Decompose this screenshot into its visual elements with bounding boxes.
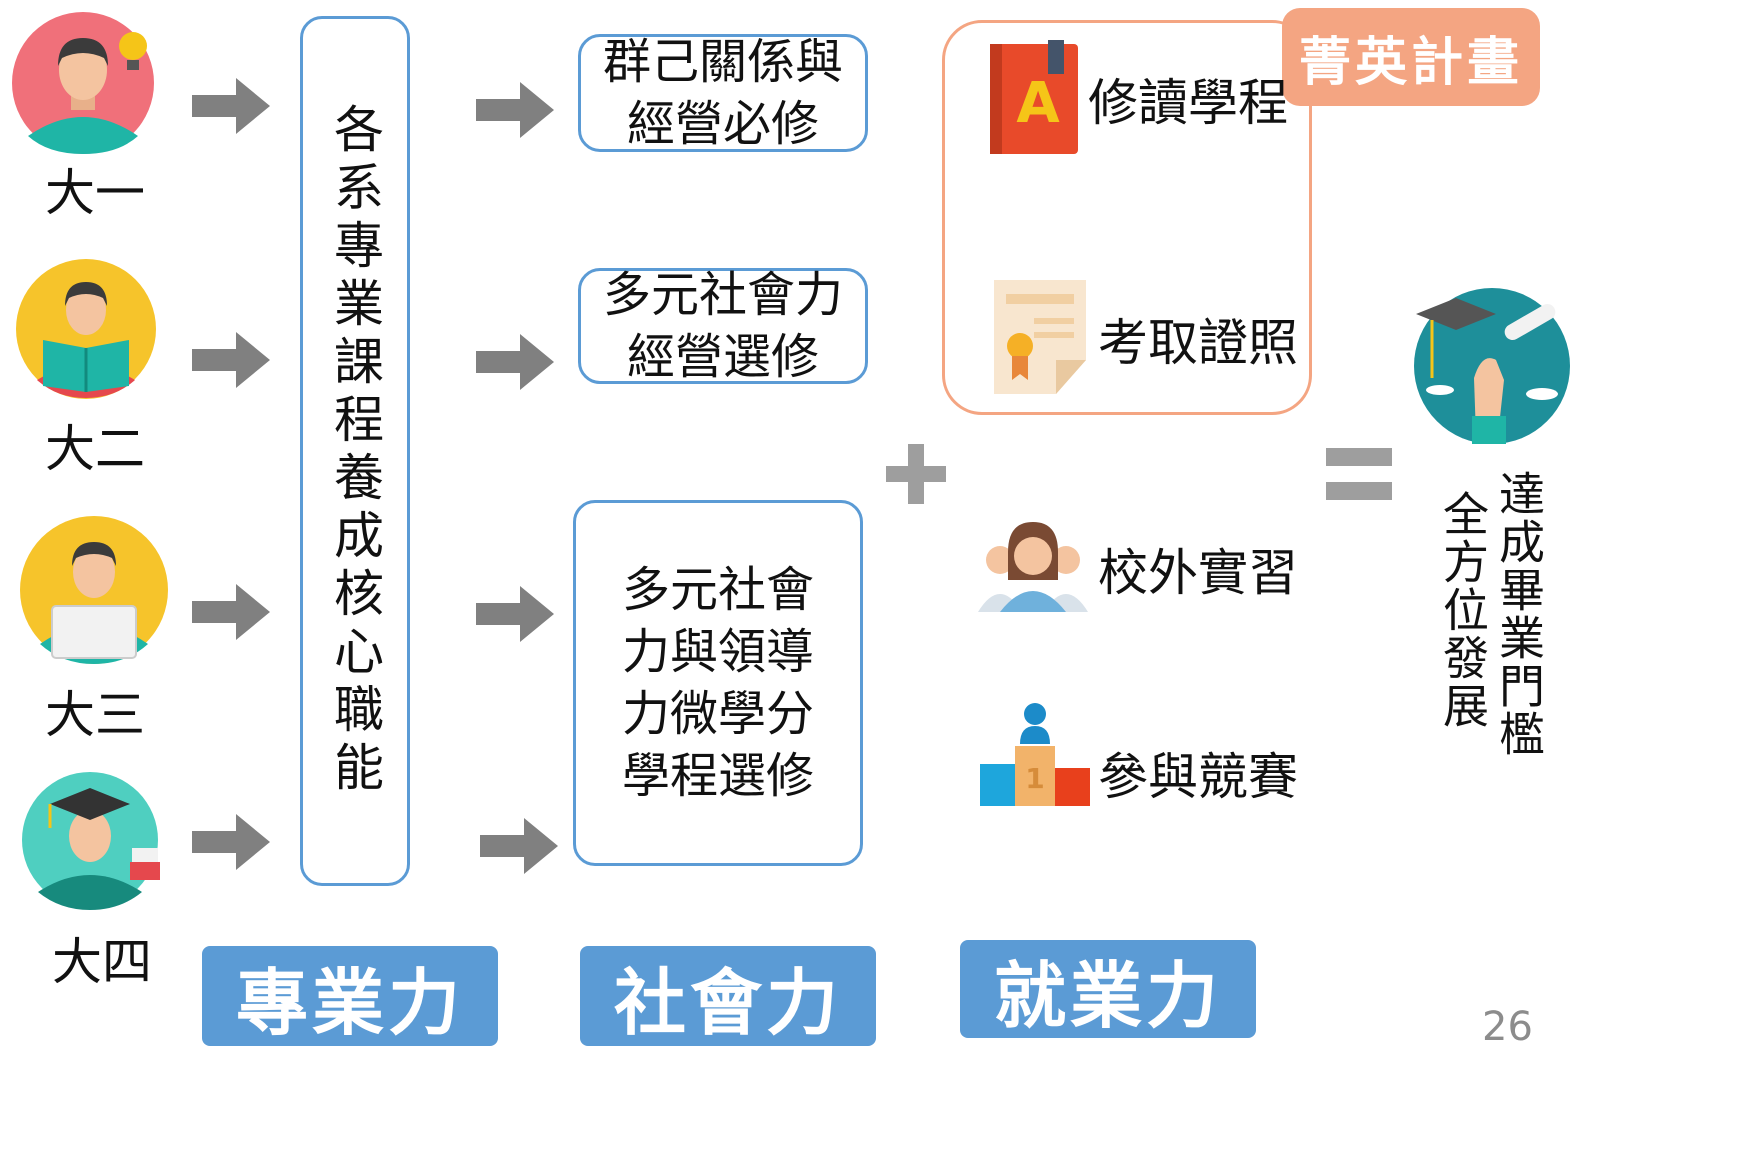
page-number: 26 (1482, 1004, 1533, 1050)
graduation-hand-icon (1414, 288, 1570, 444)
certificate-icon (994, 280, 1086, 394)
svg-text:1: 1 (1025, 762, 1044, 795)
arrow-right-icon (476, 82, 554, 138)
elite-item-certificate: 考取證照 (1098, 314, 1298, 372)
avatar-year2 (15, 258, 157, 400)
avatar-year1 (8, 8, 158, 158)
power-label-employment: 就業力 (960, 940, 1256, 1038)
student-with-laptop-icon (20, 516, 168, 664)
arrow-right-icon (192, 814, 270, 870)
arrow-right-icon (476, 334, 554, 390)
student-reading-book-icon (16, 259, 156, 399)
course-box-elective: 多元社會力 經營選修 (578, 267, 868, 385)
elite-plan-tag: 菁英計畫 (1282, 8, 1540, 106)
red-book-icon: A (990, 40, 1078, 154)
employment-item-competition: 參與競賽 (1098, 748, 1298, 806)
arrow-right-icon (476, 586, 554, 642)
employment-item-internship: 校外實習 (1098, 544, 1298, 602)
power-label-professional: 專業力 (202, 946, 498, 1046)
avatar-year4 (20, 770, 165, 915)
year-label-1: 大一 (45, 164, 145, 222)
core-competency-box: 各系專業課程養成核心職能 (300, 16, 410, 886)
plus-icon (886, 444, 946, 504)
course-box-micro-program: 多元社會 力與領導 力微學分 學程選修 (573, 500, 863, 866)
arrow-right-icon (192, 332, 270, 388)
svg-text:A: A (1016, 71, 1060, 136)
elite-item-program: 修讀學程 (1088, 74, 1288, 132)
year-label-2: 大二 (45, 420, 145, 478)
year-label-3: 大三 (45, 686, 145, 744)
result-text-line1: 達成畢業門檻 (1492, 470, 1546, 758)
result-text-line2: 全方位發展 (1436, 490, 1490, 730)
avatar-year3 (18, 514, 170, 666)
arrow-right-icon (192, 78, 270, 134)
arrow-right-icon (480, 818, 558, 874)
group-of-people-icon (978, 522, 1088, 612)
podium-icon: 1 (980, 703, 1090, 806)
year-label-4: 大四 (52, 933, 152, 991)
arrow-right-icon (192, 584, 270, 640)
graduate-with-cap-and-diploma-icon (22, 772, 160, 910)
course-box-required: 群己關係與 經營必修 (578, 34, 868, 152)
elite-plan-box (942, 20, 1312, 415)
student-with-lightbulb-icon (12, 12, 154, 154)
equals-icon (1326, 448, 1392, 504)
power-label-social: 社會力 (580, 946, 876, 1046)
